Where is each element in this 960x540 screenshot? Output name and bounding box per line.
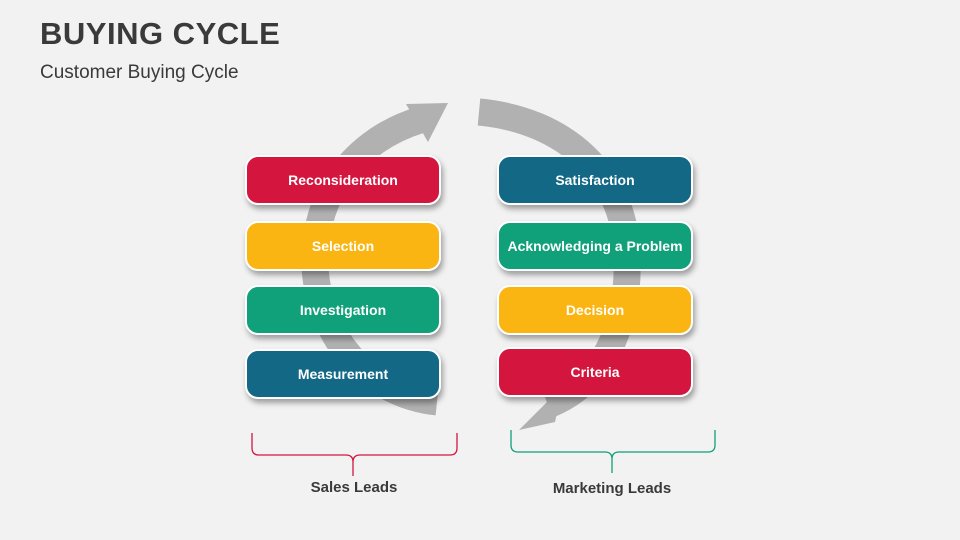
- stage-label: Reconsideration: [288, 172, 398, 188]
- stage-box-acknowledging-a-problem: Acknowledging a Problem: [497, 221, 693, 271]
- sales-leads-label: Sales Leads: [310, 479, 398, 496]
- stage-box-reconsideration: Reconsideration: [245, 155, 441, 205]
- stage-label: Acknowledging a Problem: [507, 238, 683, 254]
- stage-label: Measurement: [297, 366, 389, 382]
- stage-box-decision: Decision: [497, 285, 693, 335]
- stage-box-criteria: Criteria: [497, 347, 693, 397]
- stage-label: Selection: [311, 238, 375, 254]
- marketing-leads-label: Marketing Leads: [552, 480, 672, 497]
- stage-box-investigation: Investigation: [245, 285, 441, 335]
- stage-label: Investigation: [299, 302, 387, 318]
- sales-leads-bracket: [251, 433, 458, 476]
- stage-box-satisfaction: Satisfaction: [497, 155, 693, 205]
- right-cycle-arrowhead: [519, 386, 563, 430]
- stage-box-measurement: Measurement: [245, 349, 441, 399]
- left-cycle-arrowhead: [406, 103, 448, 142]
- page-title: BUYING CYCLE: [40, 16, 281, 51]
- stage-label: Satisfaction: [555, 172, 635, 188]
- marketing-leads-bracket: [510, 430, 716, 473]
- page-subtitle: Customer Buying Cycle: [40, 62, 239, 83]
- stage-box-selection: Selection: [245, 221, 441, 271]
- stage-label: Criteria: [570, 364, 620, 380]
- stage-label: Decision: [565, 302, 625, 318]
